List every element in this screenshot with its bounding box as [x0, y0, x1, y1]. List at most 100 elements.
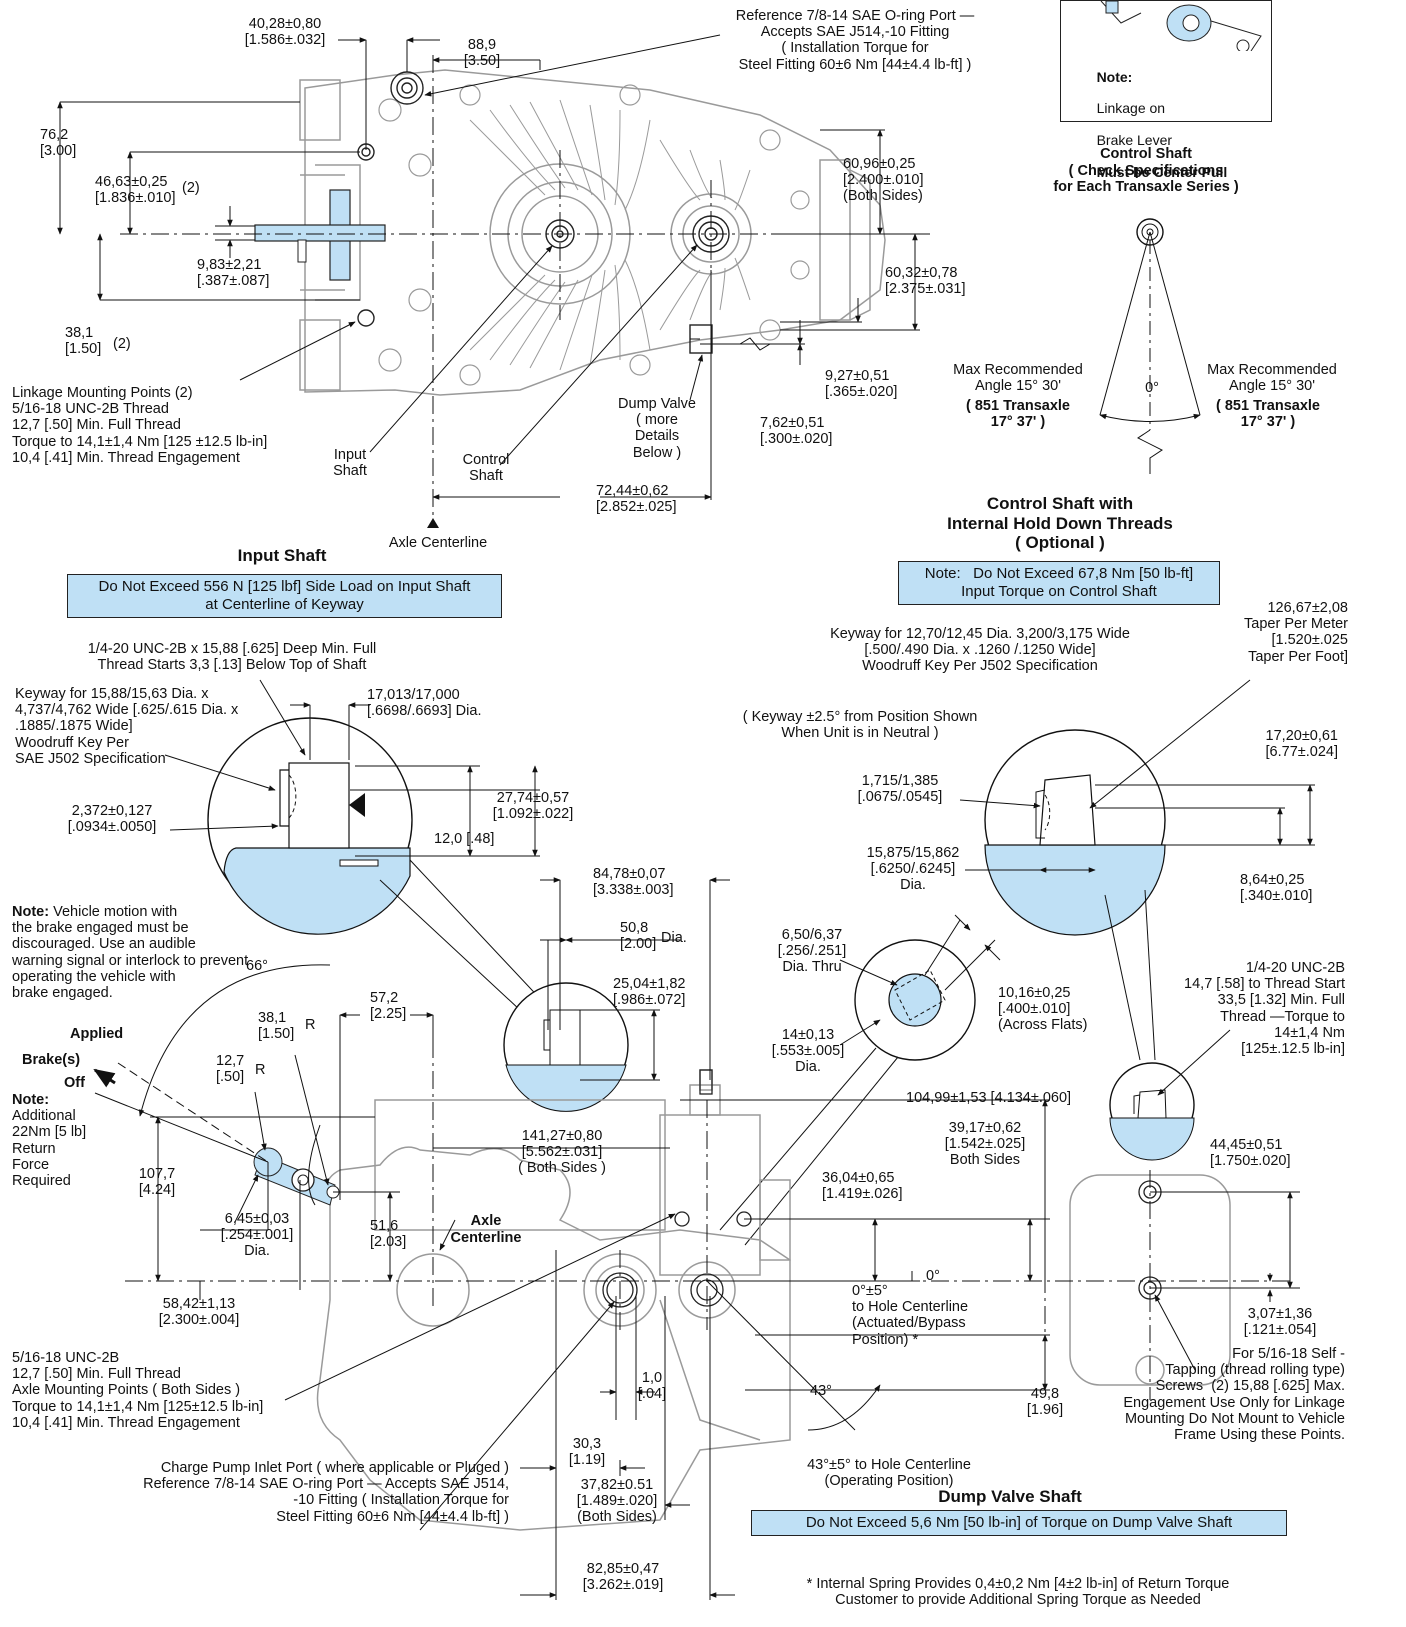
dim-50-8-dia: Dia. — [661, 930, 687, 946]
control-shaft-hold-heading: Control Shaft with Internal Hold Down Th… — [947, 494, 1173, 553]
dump-valve-shaft-heading: Dump Valve Shaft — [938, 1487, 1082, 1506]
taper: 126,67±2,08 Taper Per Meter [1.520±.025 … — [1244, 600, 1348, 665]
dim-14: 14±0,13 [.553±.005] Dia. — [771, 1027, 845, 1076]
input-shaft-detail — [207, 717, 413, 935]
ref-port-top: Reference 7/8-14 SAE O-ring Port — Accep… — [735, 8, 975, 73]
return-force-note: Note:Additional 22Nm [5 lb] Return Force… — [12, 1092, 87, 1190]
brake-lever-thumbnail — [1100, 1, 1262, 51]
dim-9-83: 9,83±2,21 [.387±.087] — [197, 257, 270, 290]
dim-82-85: 82,85±0,47 [3.262±.019] — [582, 1561, 664, 1594]
keyway-position: ( Keyway ±2.5° from Position Shown When … — [742, 709, 978, 742]
dim-7-62: 7,62±0,51 [.300±.020] — [760, 415, 833, 448]
dim-60-32: 60,32±0,78 [2.375±.031] — [885, 265, 966, 298]
note-line-3: Brake Lever — [1096, 132, 1173, 149]
dim-76-2: 76,2 [3.00] — [40, 127, 77, 160]
self-tap-note: For 5/16-18 Self - Tapping (thread rolli… — [1123, 1346, 1345, 1444]
spring-note: * Internal Spring Provides 0,4±0,2 Nm [4… — [806, 1576, 1230, 1609]
max-angle-left: Max Recommended Angle 15° 30' — [953, 362, 1083, 395]
axle-centerline-label: Axle Centerline — [388, 535, 488, 551]
note-title: Note: — [1096, 68, 1133, 85]
keyway-input: Keyway for 15,88/15,63 Dia. x 4,737/4,76… — [15, 686, 239, 767]
dim-12-7: 12,7 [.50] — [216, 1053, 245, 1086]
dim-141-27: 141,27±0,80 [5.562±.031] ( Both Sides ) — [518, 1128, 606, 1177]
max-angle-right: Max Recommended Angle 15° 30' — [1207, 362, 1337, 395]
dim-36-04: 36,04±0,65 [1.419±.026] — [822, 1170, 903, 1203]
thread-1-4-20: 1/4-20 UNC-2B x 15,88 [.625] Deep Min. F… — [87, 641, 377, 674]
dim-49-8: 49,8 [1.96] — [1026, 1386, 1064, 1419]
dump-valve-label: Dump Valve ( more Details Below ) — [618, 396, 696, 461]
dim-30-3: 30,3 [1.19] — [568, 1436, 606, 1469]
thread-1-4-20-b: 1/4-20 UNC-2B 14,7 [.58] to Thread Start… — [1184, 960, 1345, 1058]
input-shaft-heading: Input Shaft — [237, 546, 327, 565]
dim-17-20: 17,20±0,61 [6.77±.024] — [1265, 728, 1338, 761]
axle-centerline-marker — [427, 518, 439, 528]
dim-104-99: 104,99±1,53 [4.134±.060] — [906, 1090, 1072, 1106]
off-label: Off — [64, 1075, 85, 1091]
dim-40-28: 40,28±0,80 [1.586±.032] — [244, 16, 326, 49]
port-holes-top — [357, 71, 730, 354]
control-shaft-heading: Control Shaft ( Check Specifications for… — [1053, 146, 1239, 196]
dim-8-64: 8,64±0,25 [.340±.010] — [1240, 872, 1313, 905]
dim-38-1-r: 38,1 [1.50] — [258, 1010, 295, 1043]
dim-46-63: 46,63±0,25 [1.836±.010] — [95, 174, 176, 207]
brake-motion-note: Note: Vehicle motion with the brake enga… — [12, 904, 249, 1002]
dim-44-45: 44,45±0,51 [1.750±.020] — [1210, 1137, 1291, 1170]
input-shaft-top — [254, 189, 386, 281]
control-shaft-angle — [1099, 218, 1201, 474]
control-shaft-detail — [984, 729, 1166, 936]
brakes-label: Brake(s) — [22, 1052, 81, 1068]
dim-58-42: 58,42±1,13 [2.300±.004] — [158, 1296, 240, 1329]
dim-27-74: 27,74±0,57 [1.092±.022] — [492, 790, 574, 823]
dim-72-44: 72,44±0,62 [2.852±.025] — [596, 483, 677, 516]
dim-25-04: 25,04±1,82 [.986±.072] — [613, 976, 686, 1009]
dim-88-9: 88,9 [3.50] — [463, 37, 501, 70]
radius-38-1: R — [305, 1017, 316, 1033]
input-shaft-label: Input Shaft — [333, 447, 367, 480]
brake-motion-text: Vehicle motion with the brake engaged mu… — [12, 904, 249, 1002]
dim-38-1-count: (2) — [113, 336, 131, 352]
return-force-text: Additional 22Nm [5 lb] Return Force Requ… — [12, 1108, 87, 1190]
dim-1-0: 1,0 [.04] — [637, 1370, 667, 1403]
zero-b: 0° — [926, 1268, 940, 1284]
dim-17-013: 17,013/17,000 [.6698/.6693] Dia. — [367, 687, 482, 720]
dim-2-372: 2,372±0,127 [.0934±.0050] — [67, 803, 157, 836]
dim-1-715: 1,715/1,385 [.0675/.0545] — [857, 773, 943, 806]
dim-50-8: 50,8 [2.00] — [620, 920, 657, 953]
dim-60-96: 60,96±0,25 [2.400±.010] (Both Sides) — [843, 156, 924, 205]
dim-107-7: 107,7 [4.24] — [138, 1166, 176, 1199]
applied-label: Applied — [70, 1026, 124, 1042]
dim-57-2: 57,2 [2.25] — [370, 990, 407, 1023]
dim-84-78: 84,78±0,07 [3.338±.003] — [593, 866, 674, 899]
max-angle-right-851: ( 851 Transaxle 17° 37' ) — [1216, 398, 1320, 431]
input-shaft-load-box: Do Not Exceed 556 N [125 lbf] Side Load … — [67, 574, 502, 618]
zero-degree: 0° — [1145, 380, 1159, 396]
linkage-mounting-note: Linkage Mounting Points (2) 5/16-18 UNC-… — [12, 385, 268, 466]
dim-6-50: 6,50/6,37 [.256/.251] Dia. Thru — [777, 927, 847, 976]
dump-valve-torque-box: Do Not Exceed 5,6 Nm [50 lb-in] of Torqu… — [751, 1510, 1287, 1536]
dim-6-45: 6,45±0,03 [.254±.001] Dia. — [220, 1211, 294, 1260]
control-shaft-torque-box: Note: Do Not Exceed 67,8 Nm [50 lb-ft] I… — [898, 561, 1220, 605]
axle-mount-note: 5/16-18 UNC-2B 12,7 [.50] Min. Full Thre… — [12, 1350, 264, 1431]
brake-lever-note-box: Note: Linkage on Brake Lever Must be Cen… — [1060, 0, 1272, 180]
control-shaft-small — [1109, 1029, 1231, 1161]
dim-38-1: 38,1 [1.50] — [65, 325, 102, 358]
control-shaft-label: Control Shaft — [462, 452, 510, 485]
dim-39-17: 39,17±0,62 [1.542±.025] Both Sides — [944, 1120, 1026, 1169]
dim-51-6: 51,6 [2.03] — [370, 1218, 407, 1251]
dim-3-07: 3,07±1,36 [.121±.054] — [1243, 1306, 1317, 1339]
zero-hole-centerline: 0°±5° to Hole Centerline (Actuated/Bypas… — [852, 1283, 969, 1348]
transaxle-top-view — [299, 69, 886, 396]
dim-12-0: 12,0 [.48] — [434, 831, 495, 847]
axle-centerline-bottom: Axle Centerline — [450, 1213, 522, 1246]
dim-15-875: 15,875/15,862 [.6250/.6245] Dia. — [866, 845, 960, 894]
input-shaft-small — [503, 982, 629, 1112]
note-line-4: Must be Center Pull — [1096, 163, 1228, 180]
angle-43: 43° — [810, 1383, 832, 1399]
note-line-2: Linkage on — [1096, 100, 1166, 117]
dim-10-16: 10,16±0,25 [.400±.010] (Across Flats) — [998, 985, 1088, 1034]
radius-12-7: R — [255, 1062, 266, 1078]
max-angle-left-851: ( 851 Transaxle 17° 37' ) — [966, 398, 1070, 431]
dim-9-27: 9,27±0,51 [.365±.020] — [825, 368, 898, 401]
angle-66: 66° — [246, 958, 268, 974]
